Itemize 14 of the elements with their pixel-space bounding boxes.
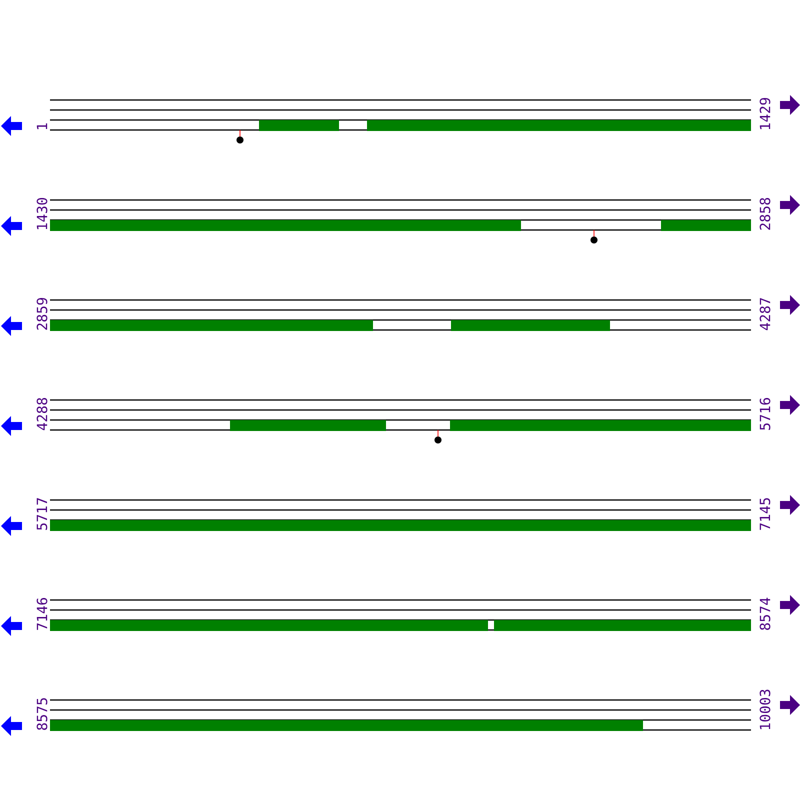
position-label: 1430 xyxy=(36,198,48,230)
position-label: 8574 xyxy=(760,598,770,630)
position-label: 10003 xyxy=(760,690,770,730)
position-label: 8575 xyxy=(36,698,48,730)
position-label: 5717 xyxy=(36,498,48,530)
position-label: 1429 xyxy=(760,98,770,130)
position-label: 1 xyxy=(36,123,48,130)
position-label: 7146 xyxy=(36,598,48,630)
position-label: 5716 xyxy=(760,398,770,430)
position-label: 2859 xyxy=(36,298,48,330)
position-label: 4288 xyxy=(36,398,48,430)
position-label: 7145 xyxy=(760,498,770,530)
position-label: 2858 xyxy=(760,198,770,230)
position-label: 4287 xyxy=(760,298,770,330)
